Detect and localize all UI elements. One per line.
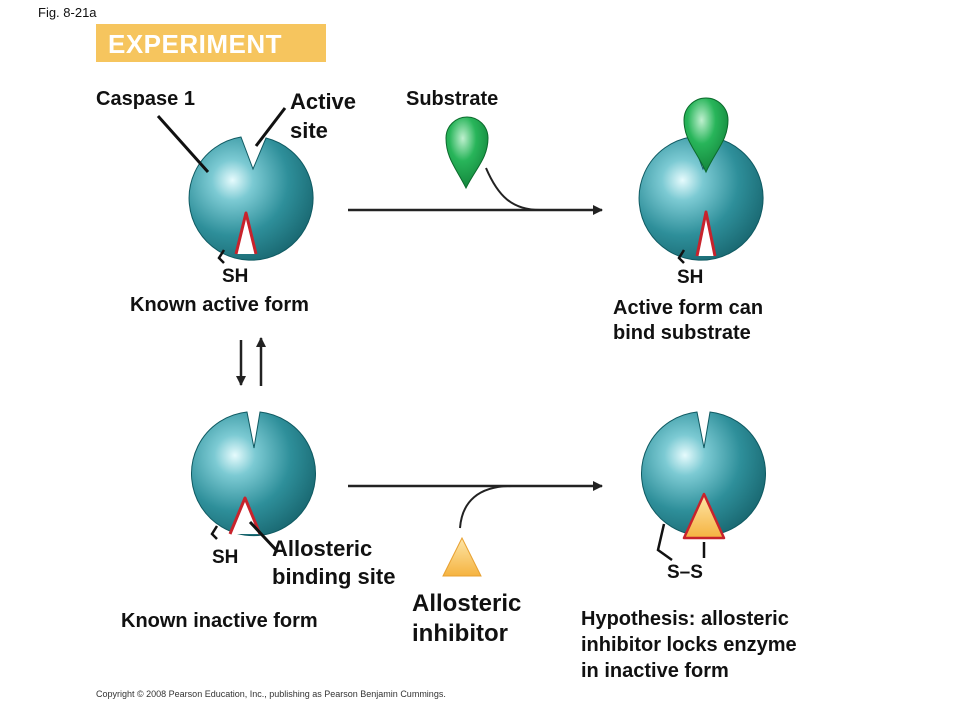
allosteric-site-label-line1: Allosteric: [272, 536, 373, 561]
allosteric-inhibitor-shape: [442, 536, 482, 577]
sh-label-bottom-left: SH: [212, 547, 239, 568]
figure-label: Fig. 8-21a: [38, 5, 97, 20]
enzyme-locked-inactive: [641, 411, 766, 562]
enzyme-inactive-form: [191, 411, 316, 540]
cleft-red: [695, 210, 717, 257]
copyright-notice: Copyright © 2008 Pearson Education, Inc.…: [96, 689, 446, 699]
active-site-label-line1: Active: [290, 89, 357, 114]
active-site-pointer: [254, 107, 287, 147]
experiment-banner: EXPERIMENT: [96, 24, 326, 62]
allosteric-site-label-line2: binding site: [272, 564, 396, 589]
substrate-curve: [485, 167, 541, 211]
caspase-pointer: [156, 115, 210, 173]
sh-bond: [217, 249, 226, 264]
substrate-label: Substrate: [406, 88, 499, 110]
inhibitor-bound: [682, 492, 726, 540]
sh-bond: [210, 525, 219, 540]
inhibitor-curve: [459, 485, 513, 529]
active-bind-label-line2: bind substrate: [613, 322, 751, 344]
active-site-label-line2: site: [290, 118, 328, 143]
allosteric-site-pointer: [248, 520, 280, 554]
enzyme-active-form: [188, 136, 314, 264]
cleft-red: [234, 211, 258, 255]
sh-bond: [677, 249, 686, 264]
hypothesis-line1: Hypothesis: allosteric: [581, 608, 789, 630]
ss-label: S–S: [667, 562, 703, 583]
sh-label-top-left: SH: [222, 266, 249, 287]
hypothesis-line2: inhibitor locks enzyme: [581, 634, 797, 656]
caspase-label: Caspase 1: [96, 88, 195, 110]
ss-bond-left: [656, 523, 673, 562]
allosteric-inhibitor-label-line2: inhibitor: [412, 620, 508, 647]
banner-title: EXPERIMENT: [108, 29, 283, 59]
hypothesis-line3: in inactive form: [581, 660, 729, 682]
known-active-label: Known active form: [130, 294, 309, 316]
allosteric-inhibitor-label-line1: Allosteric: [412, 590, 522, 617]
enzyme-bound-substrate: [638, 97, 764, 264]
sh-label-top-right: SH: [677, 267, 704, 288]
substrate-bound: [683, 97, 729, 174]
substrate-free: [445, 116, 489, 190]
known-inactive-label: Known inactive form: [121, 610, 318, 632]
active-bind-label-line1: Active form can: [613, 297, 764, 319]
